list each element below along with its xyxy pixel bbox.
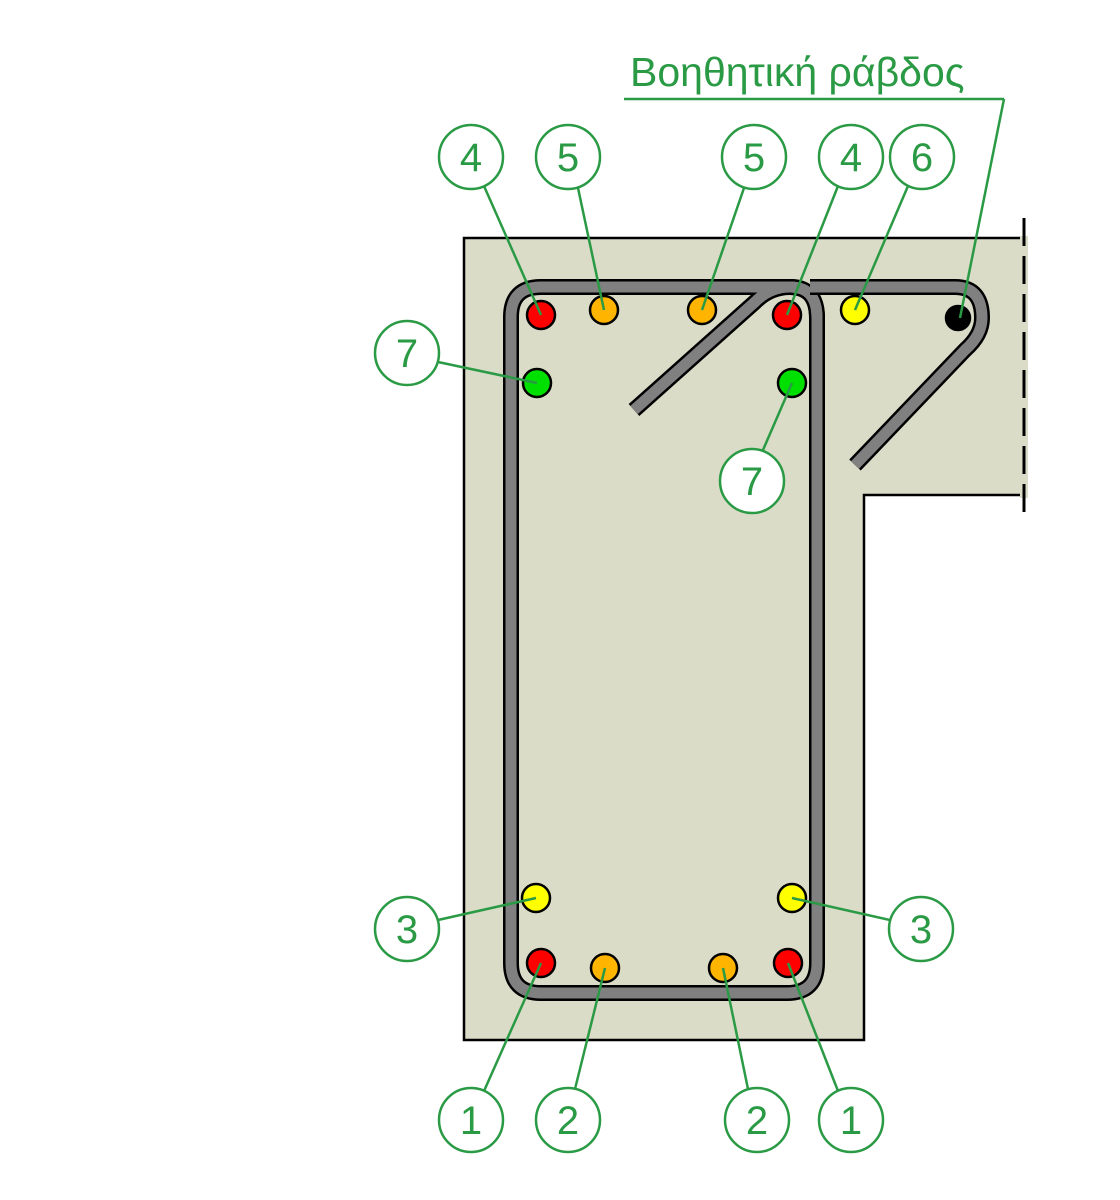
auxiliary-bar-title: Βοηθητική ράβδος bbox=[630, 49, 965, 95]
stirrup bbox=[503, 279, 825, 1001]
callout-7-inner: 7 bbox=[718, 447, 786, 515]
callout-2-bottom-right: 2 bbox=[723, 1086, 791, 1154]
callout-3-right: 3 bbox=[887, 895, 955, 963]
callout-2-bottom-left: 2 bbox=[534, 1086, 602, 1154]
svg-text:3: 3 bbox=[910, 908, 932, 952]
callout-5-top-mid: 5 bbox=[720, 123, 788, 191]
svg-text:3: 3 bbox=[396, 908, 418, 952]
callout-1-bottom-right: 1 bbox=[817, 1086, 885, 1154]
svg-text:7: 7 bbox=[396, 332, 418, 376]
svg-text:7: 7 bbox=[741, 460, 763, 504]
svg-text:2: 2 bbox=[557, 1099, 579, 1143]
leader-lines bbox=[437, 185, 910, 1092]
svg-text:5: 5 bbox=[557, 136, 579, 180]
svg-text:1: 1 bbox=[840, 1099, 862, 1143]
slab-cut-mask bbox=[1020, 236, 1028, 498]
svg-text:5: 5 bbox=[743, 136, 765, 180]
callout-7-left: 7 bbox=[373, 319, 441, 387]
auxiliary-bar bbox=[944, 304, 972, 332]
svg-text:1: 1 bbox=[460, 1099, 482, 1143]
callout-1-bottom-left: 1 bbox=[437, 1086, 505, 1154]
callout-5-top-left: 5 bbox=[534, 123, 602, 191]
title-leader bbox=[958, 98, 1006, 319]
callout-6-top-right: 6 bbox=[888, 123, 956, 191]
callout-4-top-right: 4 bbox=[817, 123, 885, 191]
svg-text:4: 4 bbox=[460, 136, 482, 180]
callout-3-left: 3 bbox=[373, 895, 441, 963]
svg-text:6: 6 bbox=[911, 136, 933, 180]
svg-text:2: 2 bbox=[746, 1099, 768, 1143]
callout-4-top-left: 4 bbox=[437, 123, 505, 191]
svg-text:4: 4 bbox=[840, 136, 862, 180]
